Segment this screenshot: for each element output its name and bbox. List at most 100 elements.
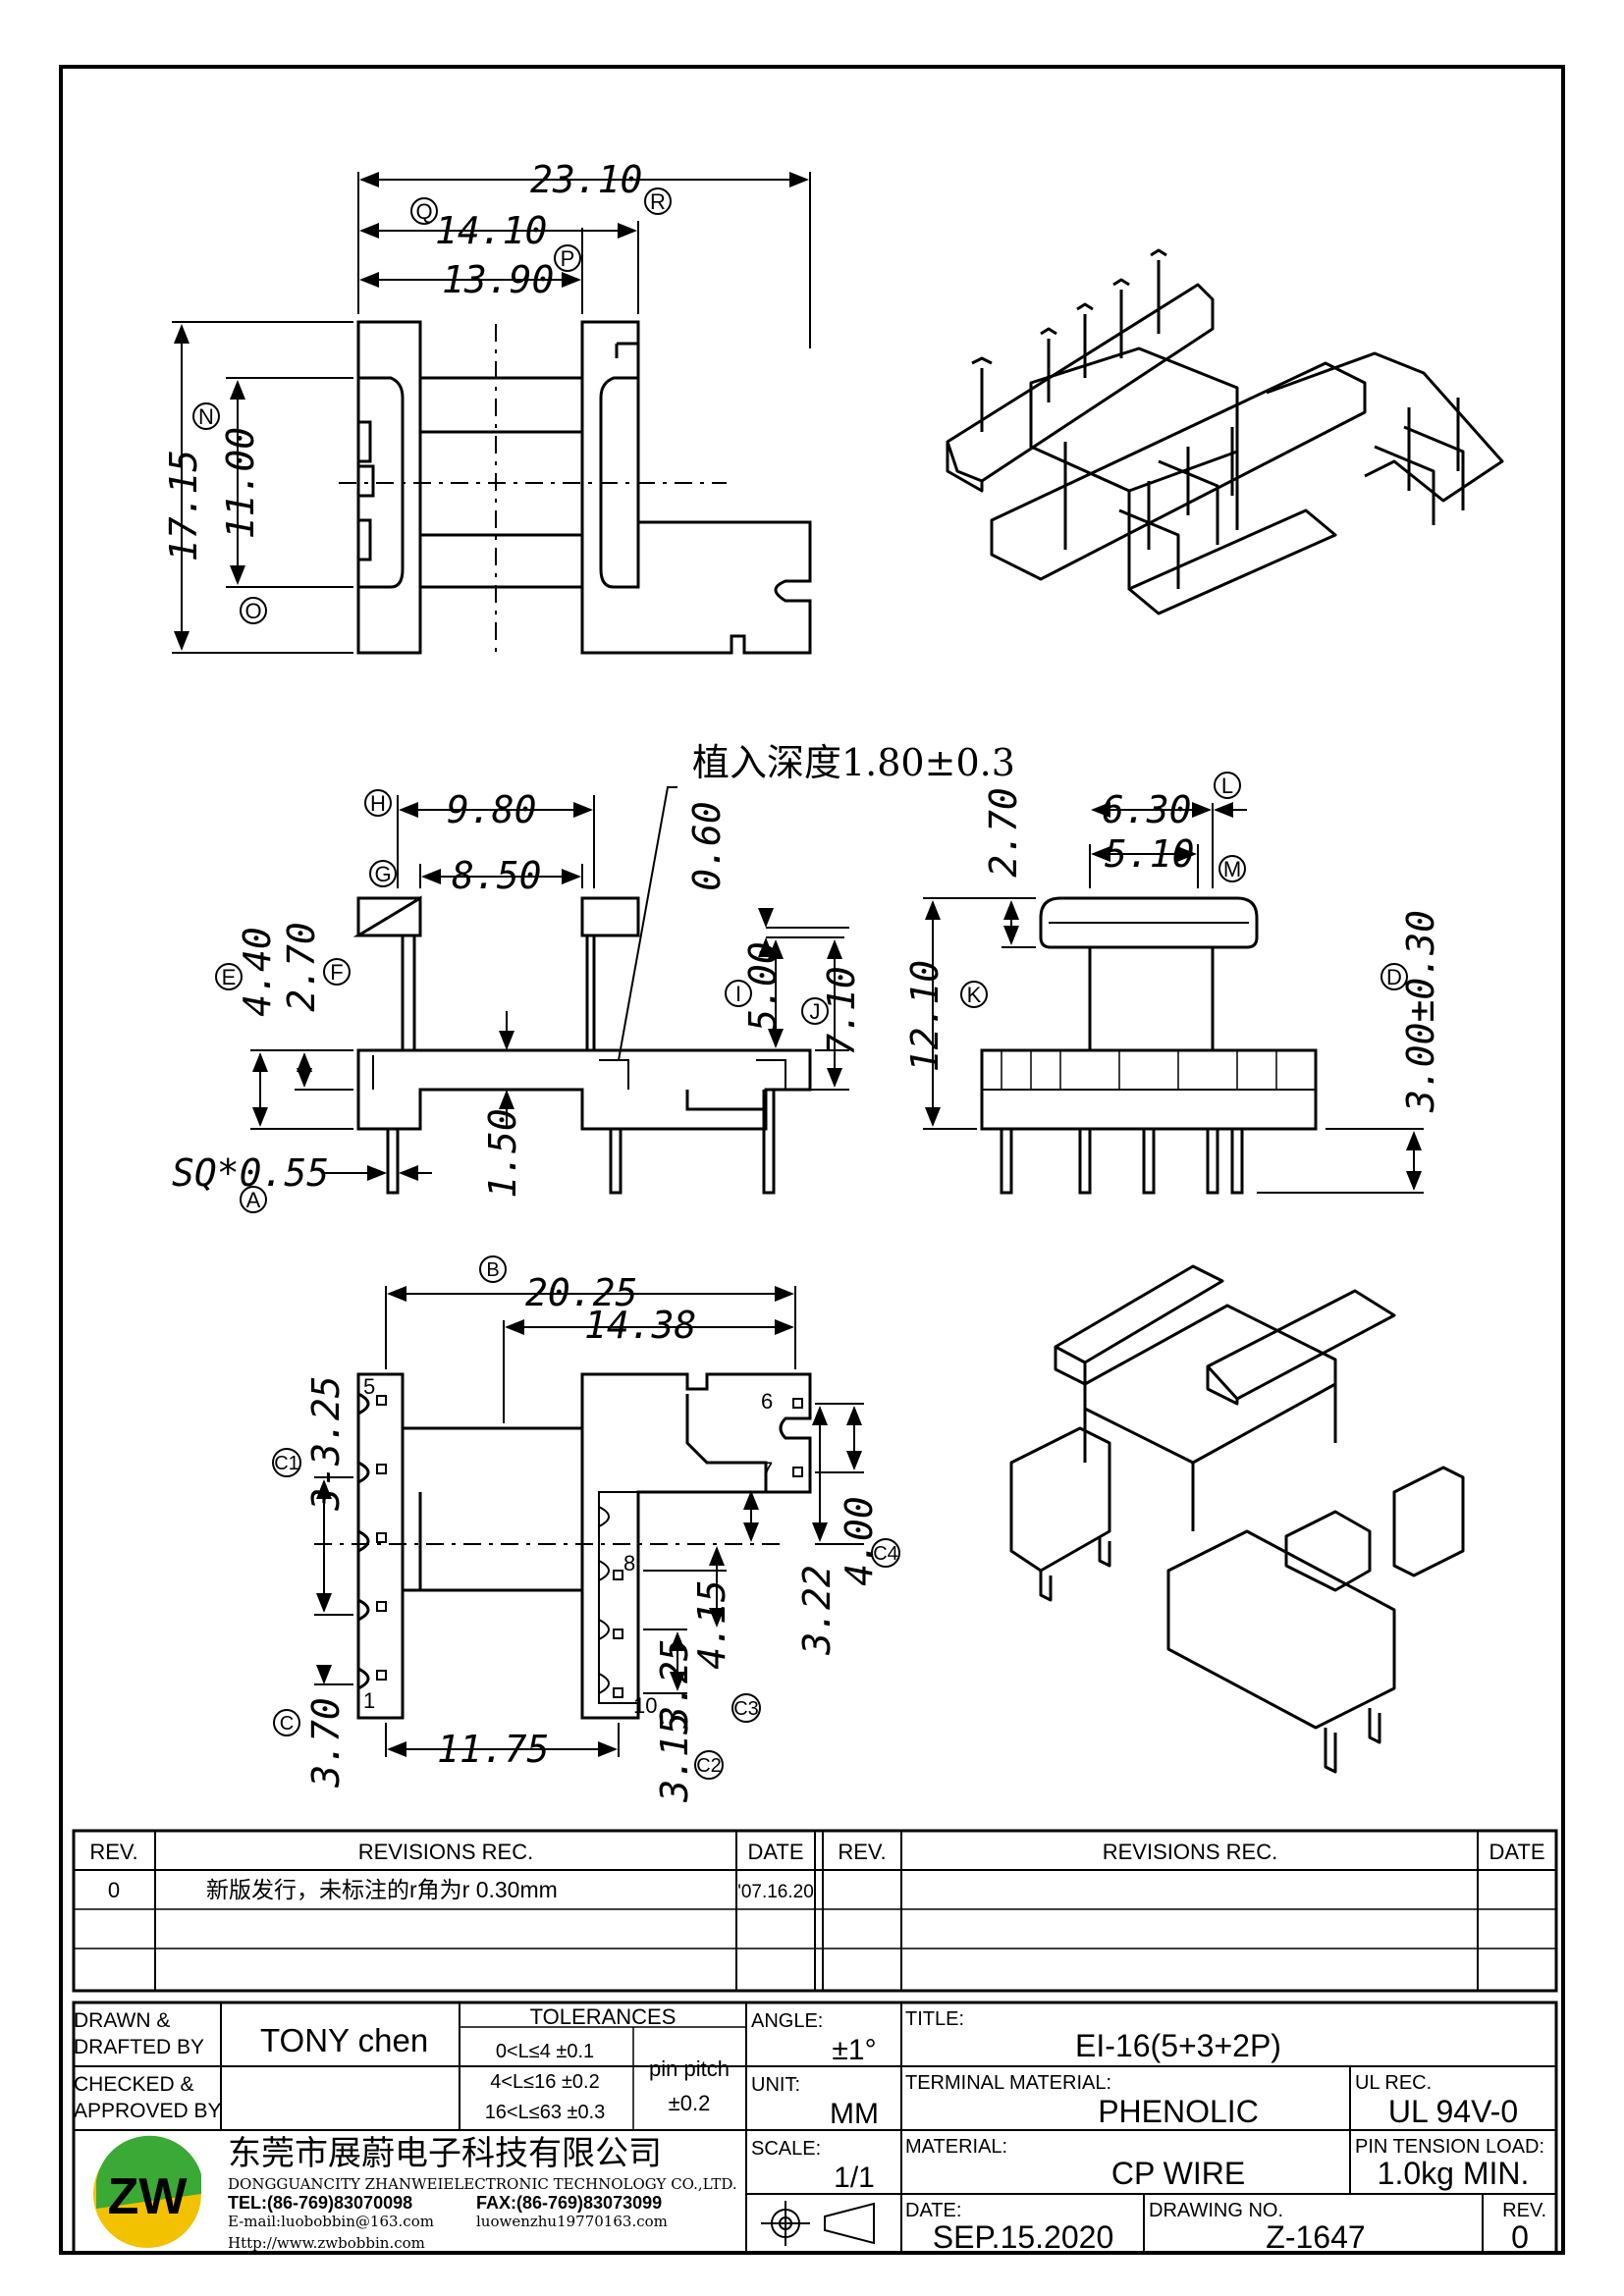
date-value: SEP.15.2020 (933, 2219, 1113, 2255)
svg-text:REVISIONS REC.: REVISIONS REC. (358, 1840, 533, 1864)
svg-text:C: C (280, 1713, 294, 1735)
company-en: DONGGUANCITY ZHANWEIELECTRONIC TECHNOLOG… (228, 2175, 737, 2193)
svg-text:M: M (1223, 857, 1241, 881)
svg-text:TEL:(86-769)83070098: TEL:(86-769)83070098 (228, 2193, 412, 2213)
svg-text:luowenzhu19770163.com: luowenzhu19770163.com (476, 2213, 668, 2230)
svg-text:Q: Q (415, 199, 432, 224)
dim-0-60: 0.60 (685, 801, 729, 891)
svg-text:O: O (244, 599, 261, 623)
svg-text:1/1: 1/1 (834, 2162, 875, 2194)
svg-text:SCALE:: SCALE: (751, 2138, 821, 2160)
dim-23-10: 23.10 (530, 158, 642, 201)
svg-text:C1: C1 (274, 1453, 299, 1474)
dim-11-75: 11.75 (437, 1728, 549, 1771)
svg-text:REVISIONS REC.: REVISIONS REC. (1103, 1840, 1277, 1864)
dim-5-00: 5.00 (741, 941, 785, 1032)
svg-text:1: 1 (363, 1688, 375, 1713)
dim-3-70: 3.70 (304, 1697, 348, 1789)
tolerances-label: TOLERANCES (530, 2004, 677, 2029)
drawn-label: DRAWN & (74, 2009, 170, 2032)
title-value: EI-16(5+3+2P) (1075, 2028, 1281, 2063)
svg-text:MM: MM (830, 2098, 879, 2130)
dim-3-00: 3.00±0.30 (1399, 910, 1442, 1113)
svg-text:TERMINAL MATERIAL:: TERMINAL MATERIAL: (905, 2072, 1111, 2094)
dim-3-25: 3.25 (653, 1638, 696, 1730)
front-view (352, 895, 812, 1195)
dim-13-90: 13.90 (442, 258, 554, 301)
dim-4-00: 4.00 (838, 1496, 881, 1586)
svg-text:4<L≤16 ±0.2: 4<L≤16 ±0.2 (490, 2071, 599, 2093)
svg-text:FAX:(86-769)83073099: FAX:(86-769)83073099 (476, 2193, 662, 2213)
dim-3-3-25: 3-3.25 (304, 1375, 348, 1511)
svg-text:UL REC.: UL REC. (1355, 2072, 1432, 2094)
title-block-text: DRAWN &DRAFTED BY TONY chen CHECKED &APP… (74, 2004, 1546, 2255)
dim-2-70-front: 2.70 (280, 922, 323, 1012)
svg-text:16<L≤63 ±0.3: 16<L≤63 ±0.3 (485, 2102, 606, 2123)
svg-text:TITLE:: TITLE: (905, 2008, 964, 2030)
svg-text:DATE: DATE (747, 1840, 803, 1864)
svg-text:5: 5 (363, 1374, 375, 1399)
top-view (339, 320, 812, 655)
svg-text:I: I (735, 982, 741, 1006)
svg-text:A: A (246, 1188, 261, 1212)
pin-pitch-value: ±0.2 (669, 2091, 711, 2115)
svg-text:P: P (561, 246, 575, 271)
isometric-view-top-right (946, 248, 1504, 615)
drawn-value: TONY chen (260, 2022, 428, 2058)
svg-text:PIN TENSION LOAD:: PIN TENSION LOAD: (1355, 2136, 1544, 2158)
svg-text:F: F (330, 960, 343, 985)
svg-text:Http://www.zwbobbin.com: Http://www.zwbobbin.com (228, 2234, 425, 2252)
side-view-bubbles: L M K D (960, 772, 1408, 1008)
projection-symbol (761, 2201, 875, 2246)
svg-text:REV.: REV. (1502, 2200, 1546, 2221)
dim-8-50: 8.50 (452, 854, 542, 897)
dim-6-30: 6.30 (1102, 788, 1192, 831)
dim-12-10: 12.10 (903, 960, 947, 1072)
svg-text:0: 0 (1511, 2219, 1529, 2255)
svg-text:±1°: ±1° (832, 2034, 876, 2066)
dim-2-70-side: 2.70 (982, 787, 1025, 878)
svg-text:C2: C2 (696, 1755, 722, 1777)
dim-5-10: 5.10 (1105, 832, 1195, 876)
svg-text:R: R (650, 189, 666, 214)
isometric-view-bottom-right (1009, 1264, 1465, 1774)
svg-text:E-mail:luobobbin@163.com: E-mail:luobobbin@163.com (228, 2213, 434, 2230)
svg-text:REV.: REV. (89, 1840, 137, 1864)
svg-text:DRAWING NO.: DRAWING NO. (1149, 2200, 1283, 2221)
pin-numbers: 5 1 6 7 8 10 (363, 1374, 773, 1718)
company-logo: ZW (93, 2135, 201, 2248)
dim-7-10: 7.10 (820, 966, 863, 1056)
svg-text:E: E (222, 965, 237, 989)
svg-text:N: N (198, 404, 214, 429)
side-view-dimensions (923, 802, 1424, 1194)
dim-3-15: 3.15 (653, 1712, 696, 1803)
dim-3-22: 3.22 (795, 1565, 839, 1656)
dim-4-40: 4.40 (236, 927, 279, 1017)
dim-20-25: 20.25 (525, 1271, 637, 1314)
svg-text:0<L≤4 ±0.1: 0<L≤4 ±0.1 (496, 2041, 594, 2062)
svg-text:UNIT:: UNIT: (751, 2074, 800, 2096)
bottom-view (314, 1372, 812, 1720)
svg-text:C3: C3 (733, 1698, 759, 1720)
svg-text:'07.16.20: '07.16.20 (737, 1882, 814, 1902)
dim-14-10: 14.10 (435, 209, 547, 252)
revision-table (72, 1829, 1558, 1993)
svg-text:CHECKED &APPROVED BY: CHECKED &APPROVED BY (74, 2073, 222, 2122)
svg-text:DATE:: DATE: (905, 2200, 961, 2221)
front-view-bubbles: H G E F I J A (215, 789, 829, 1213)
svg-text:H: H (370, 791, 386, 816)
svg-text:PHENOLIC: PHENOLIC (1098, 2094, 1259, 2129)
svg-text:C4: C4 (873, 1543, 898, 1565)
svg-text:D: D (1386, 965, 1402, 989)
svg-text:ANGLE:: ANGLE: (751, 2010, 823, 2032)
svg-text:CP WIRE: CP WIRE (1111, 2156, 1245, 2191)
dim-17-15: 17.15 (162, 450, 205, 561)
svg-text:REV.: REV. (838, 1840, 886, 1864)
svg-text:K: K (967, 983, 982, 1007)
svg-text:新版发行，未标注的r角为r 0.30mm: 新版发行，未标注的r角为r 0.30mm (206, 1877, 558, 1902)
svg-text:7: 7 (761, 1458, 773, 1482)
svg-text:8: 8 (623, 1551, 635, 1575)
svg-text:DRAWN &DRAFTED BY: DRAWN &DRAFTED BY (74, 2009, 204, 2058)
dim-4-15: 4.15 (690, 1579, 733, 1670)
